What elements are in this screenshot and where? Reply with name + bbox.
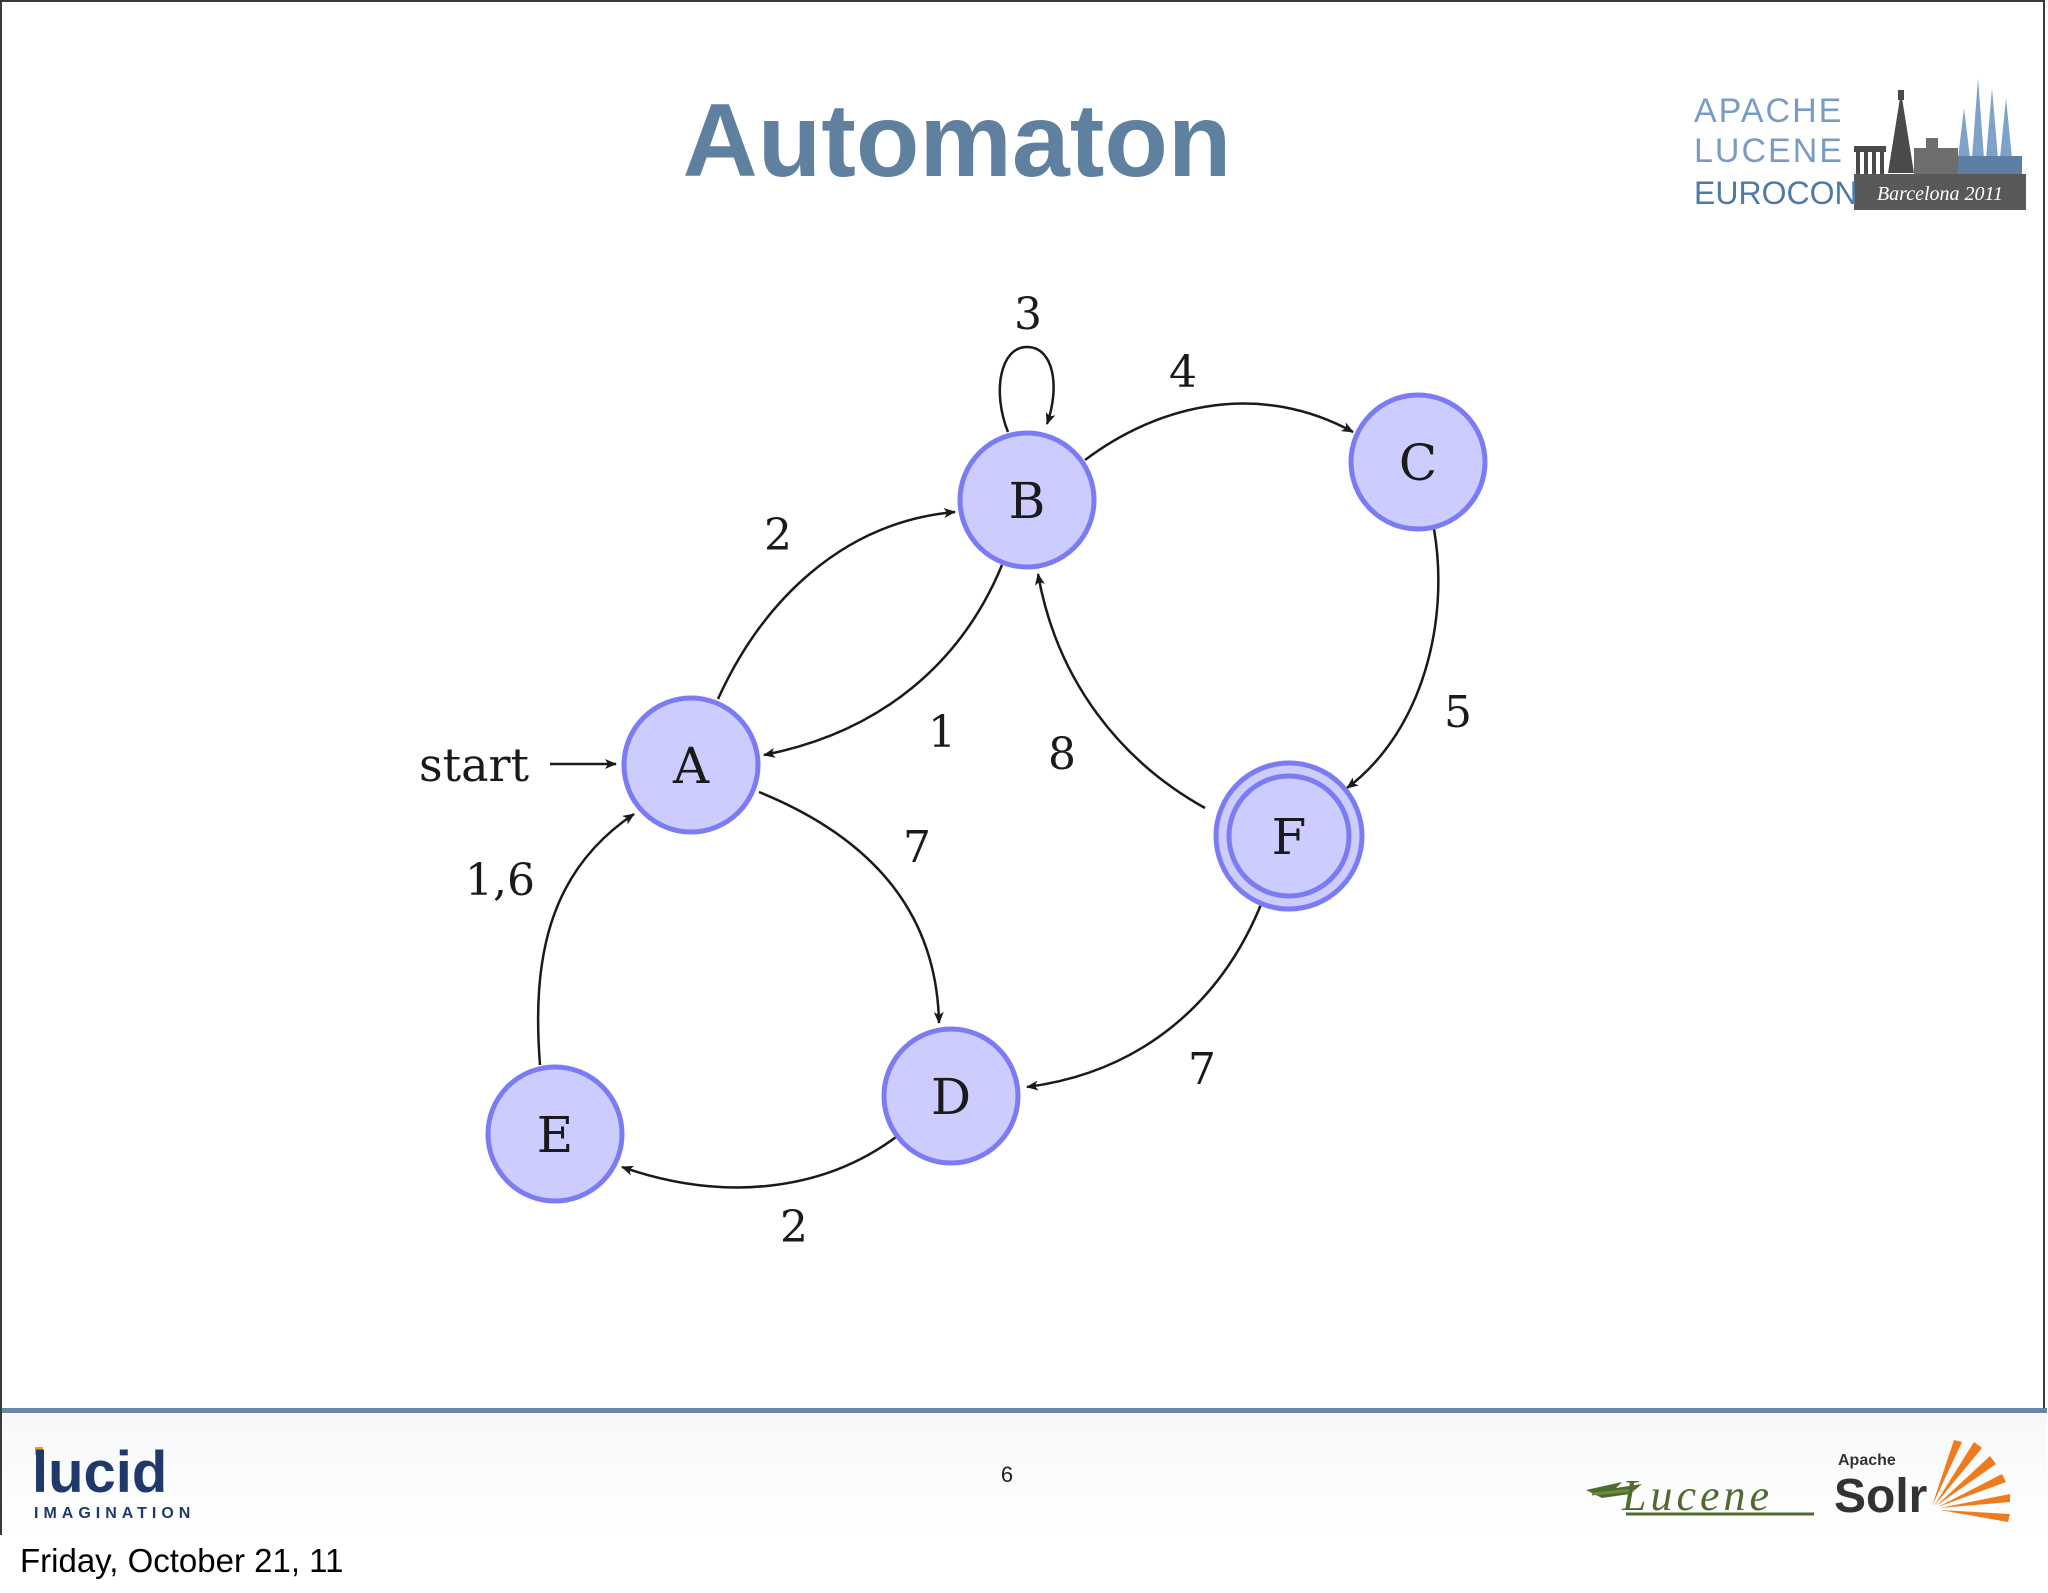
- state-e-label: E: [537, 1106, 574, 1164]
- state-d-label: D: [931, 1068, 971, 1126]
- start-label: start: [419, 738, 530, 792]
- transition-c-f-label: 5: [1444, 687, 1472, 738]
- state-d: D: [881, 1026, 1021, 1166]
- logo-line-eurocon: EUROCON: [1694, 175, 1858, 211]
- state-b: B: [957, 430, 1097, 570]
- logo-line-apache: APACHE: [1694, 92, 1843, 130]
- logo-line-lucene: LUCENE: [1694, 132, 1844, 170]
- transition-b-b-label: 3: [1014, 289, 1042, 340]
- transition-d-e: [621, 1135, 897, 1189]
- transition-e-a: [536, 812, 635, 1066]
- lucene-solr-logo: Lucene Apache Solr: [1586, 1440, 2010, 1523]
- lucid-accent-icon: [35, 1447, 43, 1455]
- state-a-label: A: [672, 737, 710, 795]
- solr-wordmark: Solr: [1834, 1470, 1927, 1523]
- apache-lucene-eurocon-logo: Barcelona 2011 APACHE LUCENE EUROCON: [1694, 78, 2026, 211]
- state-b-label: B: [1009, 472, 1046, 530]
- state-f-accepting: F: [1213, 760, 1365, 912]
- transition-f-b-label: 8: [1048, 729, 1076, 780]
- lucid-sub-wordmark: IMAGINATION: [34, 1505, 195, 1522]
- barcelona-skyline-icon: [1854, 78, 2022, 176]
- transition-f-d: [1026, 901, 1264, 1091]
- transition-a-b-label: 2: [764, 510, 792, 561]
- logo-banner-text: Barcelona 2011: [1877, 183, 2003, 205]
- logo-banner: [1854, 174, 2026, 210]
- transition-a-d-label: 7: [903, 822, 931, 873]
- transition-f-b: [1034, 573, 1206, 810]
- state-a: A: [621, 695, 761, 835]
- apache-label: Apache: [1838, 1452, 1896, 1469]
- solr-sunburst-icon: [1932, 1440, 2010, 1522]
- lucid-imagination-logo: lucid IMAGINATION: [32, 1442, 195, 1522]
- transition-b-a-label: 1: [928, 707, 956, 758]
- transition-a-b: [716, 507, 956, 700]
- state-c-label: C: [1399, 434, 1437, 492]
- slide: Automaton Barcelona 2011 APACHE LUCENE E…: [0, 0, 2047, 1537]
- lucid-wordmark: lucid: [32, 1442, 167, 1505]
- transition-d-e-label: 2: [780, 1202, 808, 1253]
- state-e: E: [485, 1064, 625, 1204]
- transition-c-f: [1346, 528, 1440, 790]
- footer-band: [2, 1413, 2047, 1537]
- slide-date: Friday, October 21, 11: [20, 1542, 344, 1579]
- transition-b-a: [763, 564, 1004, 758]
- automaton-diagram: start 2 1 3 4 5 8 7 7 2 1,6 A B: [419, 289, 1488, 1253]
- state-f-label: F: [1272, 808, 1307, 866]
- transition-e-a-label: 1,6: [465, 855, 535, 906]
- lucene-feather-icon: [1586, 1482, 1642, 1498]
- footer-rule: [2, 1408, 2047, 1413]
- lucene-wordmark: Lucene: [1621, 1471, 1773, 1520]
- transition-a-d: [758, 790, 944, 1024]
- transition-b-b: [998, 345, 1056, 433]
- transition-f-d-label: 7: [1188, 1044, 1216, 1095]
- state-c: C: [1348, 392, 1488, 532]
- transition-b-c-label: 4: [1169, 347, 1197, 398]
- page-number: 6: [1000, 1462, 1014, 1487]
- transition-b-c: [1084, 402, 1354, 461]
- slide-title: Automaton: [682, 83, 1232, 199]
